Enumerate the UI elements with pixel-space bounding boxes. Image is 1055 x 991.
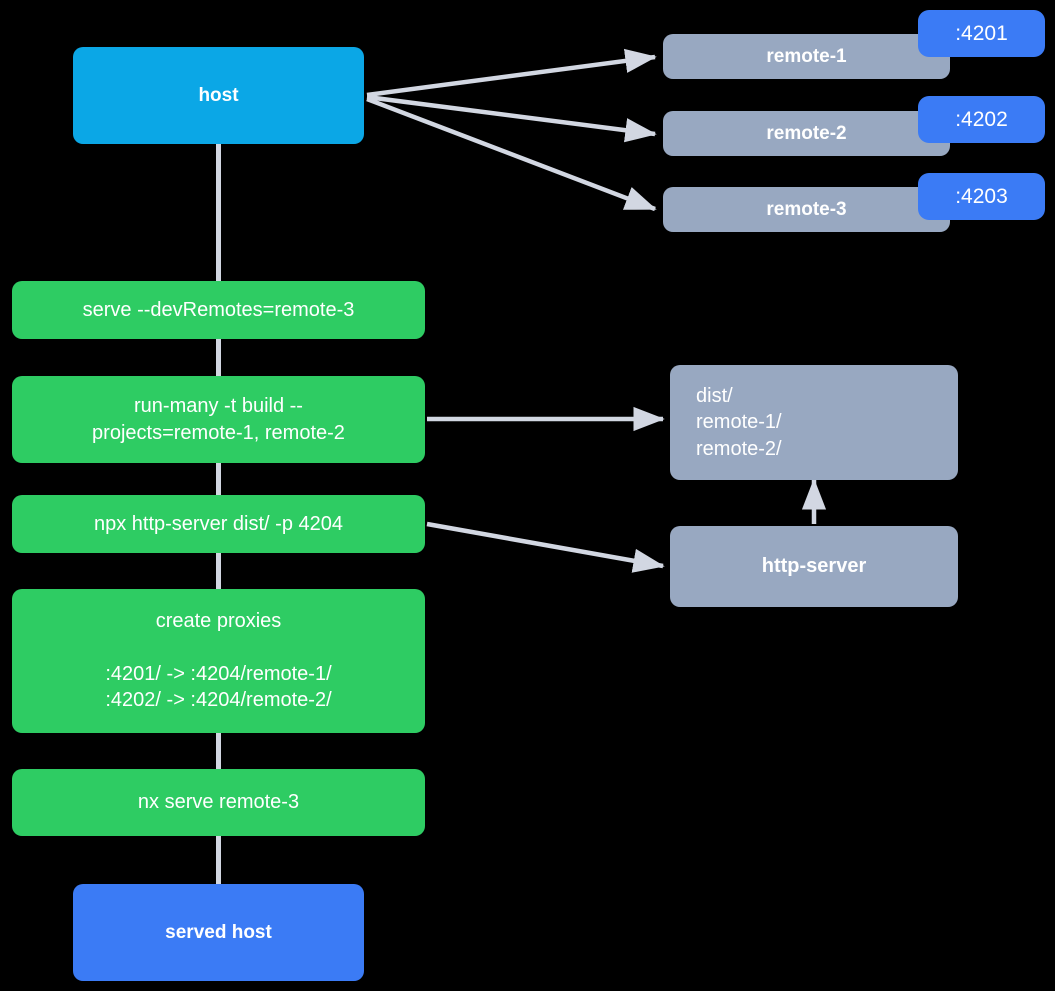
connector-proxies-to-nxserve [216,733,221,769]
edge-host-to-remote-3 [366,96,657,212]
step-npx-http-server-label: npx http-server dist/ -p 4204 [93,512,343,535]
connector-npx-to-proxies [216,553,221,591]
node-served-host-label: served host [165,921,272,943]
port-badge-remote-2-label: :4202 [955,107,1008,131]
node-http-server[interactable]: http-server [670,526,958,607]
node-remote-1[interactable]: remote-1 [663,34,950,79]
node-remote-2[interactable]: remote-2 [663,111,950,156]
port-badge-remote-1-label: :4201 [955,21,1008,45]
node-served-host[interactable]: served host [73,884,364,981]
step-run-many-build-label: run-many -t build -- projects=remote-1, … [92,395,345,444]
step-serve-devremotes-label: serve --devRemotes=remote-3 [82,298,355,321]
node-dist-folder-label: dist/ remote-1/ remote-2/ [696,384,782,460]
connector-runmany-to-npx [216,462,221,495]
node-remote-3-label: remote-3 [766,198,847,220]
node-remote-3[interactable]: remote-3 [663,187,950,232]
step-create-proxies[interactable]: create proxies :4201/ -> :4204/remote-1/… [12,589,425,733]
node-remote-1-label: remote-1 [766,45,847,67]
node-host[interactable]: host [73,47,364,144]
step-create-proxies-label: create proxies :4201/ -> :4204/remote-1/… [105,610,332,712]
edge-host-to-remote-1 [366,48,657,98]
node-dist-folder[interactable]: dist/ remote-1/ remote-2/ [670,365,958,480]
node-http-server-label: http-server [761,555,867,578]
step-nx-serve-remote-3-label: nx serve remote-3 [137,791,300,814]
step-npx-http-server[interactable]: npx http-server dist/ -p 4204 [12,495,425,553]
port-badge-remote-3-label: :4203 [955,184,1008,208]
step-serve-devremotes[interactable]: serve --devRemotes=remote-3 [12,281,425,339]
connector-host-to-serve [216,144,221,284]
step-nx-serve-remote-3[interactable]: nx serve remote-3 [12,769,425,836]
port-badge-remote-3: :4203 [918,173,1045,220]
step-run-many-build[interactable]: run-many -t build -- projects=remote-1, … [12,376,425,463]
node-remote-2-label: remote-2 [766,122,847,144]
connector-serve-to-runmany [216,338,221,377]
connector-nxserve-to-servedhost [216,836,221,884]
node-host-label: host [198,84,239,106]
edge-host-to-remote-2 [366,94,657,143]
port-badge-remote-2: :4202 [918,96,1045,143]
edge-npx-to-httpserver [426,521,665,573]
port-badge-remote-1: :4201 [918,10,1045,57]
